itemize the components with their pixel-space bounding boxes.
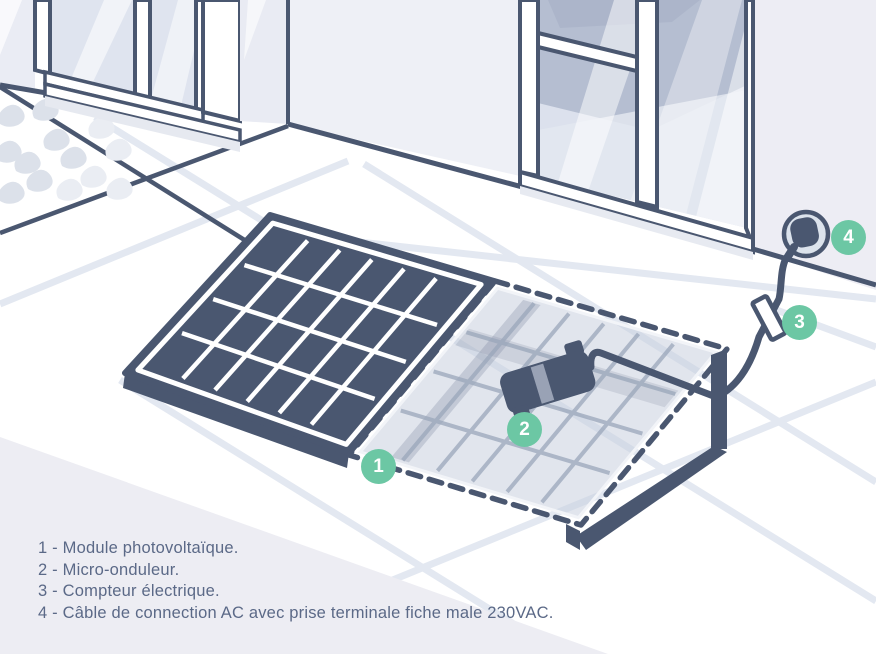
ac-cable (587, 254, 790, 401)
legend-line-1: 1 - Module photovoltaïque. (38, 539, 239, 557)
callout-badge-2: 2 (507, 412, 542, 447)
pillar-highlight (244, 0, 266, 60)
outlet-plug-cord (783, 243, 798, 262)
legend-line-2: 2 - Micro-onduleur. (38, 560, 180, 579)
wall-right-face (753, 0, 876, 290)
pebble (26, 169, 53, 192)
window-frame-left (33, 0, 52, 77)
pebble (56, 178, 83, 201)
window (33, 0, 242, 152)
pebble (14, 151, 41, 174)
door-sill-shadow (520, 186, 753, 260)
outlet-plug (790, 217, 819, 248)
floor-tile-line (349, 237, 876, 303)
pebble (106, 177, 133, 200)
callout-badge-4: 4 (831, 220, 866, 255)
door-frame-right (744, 0, 755, 246)
window-frame-divider (133, 0, 152, 101)
wall-mid-face (288, 0, 520, 176)
door-frame-middle (635, 0, 659, 210)
wall-pillar (201, 0, 290, 124)
floor-tile-line (118, 377, 564, 654)
pebble (0, 104, 25, 127)
pebbles-decoration (0, 98, 133, 204)
inverter-stripe (530, 363, 555, 404)
stand-foot (566, 524, 580, 550)
callout-badge-1: 1 (361, 449, 396, 484)
door-frame-left (518, 0, 540, 179)
pebble (0, 140, 22, 163)
wall-left-highlight (0, 0, 22, 55)
sliding-door (518, 0, 755, 260)
meter-connector (750, 294, 788, 342)
stand-ground-bar (576, 446, 727, 550)
panel-frame-line (135, 220, 484, 447)
callout-badge-3: 3 (782, 305, 817, 340)
floor-tile-line (0, 157, 350, 308)
window-sill-shadow (45, 96, 240, 152)
wall-base-line (752, 246, 876, 288)
ghost-panel-dashed-outline (346, 278, 730, 528)
pebble (43, 128, 70, 151)
pebble (88, 116, 115, 139)
panel-side-face (123, 373, 349, 468)
power-outlet-icon (781, 209, 831, 262)
legend-line-3: 3 - Compteur électrique. (38, 582, 220, 601)
pillar-front (201, 0, 242, 124)
panel-cell-grid (181, 239, 438, 426)
paving-wedge (0, 437, 608, 654)
pebble (60, 146, 87, 169)
solar-panel-module (122, 212, 497, 468)
pebble (80, 165, 107, 188)
legend: 1 - Module photovoltaïque. 2 - Micro-ond… (38, 538, 554, 624)
legend-line-4: 4 - Câble de connection AC avec prise te… (38, 603, 554, 622)
pebble (105, 138, 132, 161)
building-wall (0, 0, 876, 290)
meter-connector-body (750, 294, 788, 342)
pebble (0, 181, 25, 204)
